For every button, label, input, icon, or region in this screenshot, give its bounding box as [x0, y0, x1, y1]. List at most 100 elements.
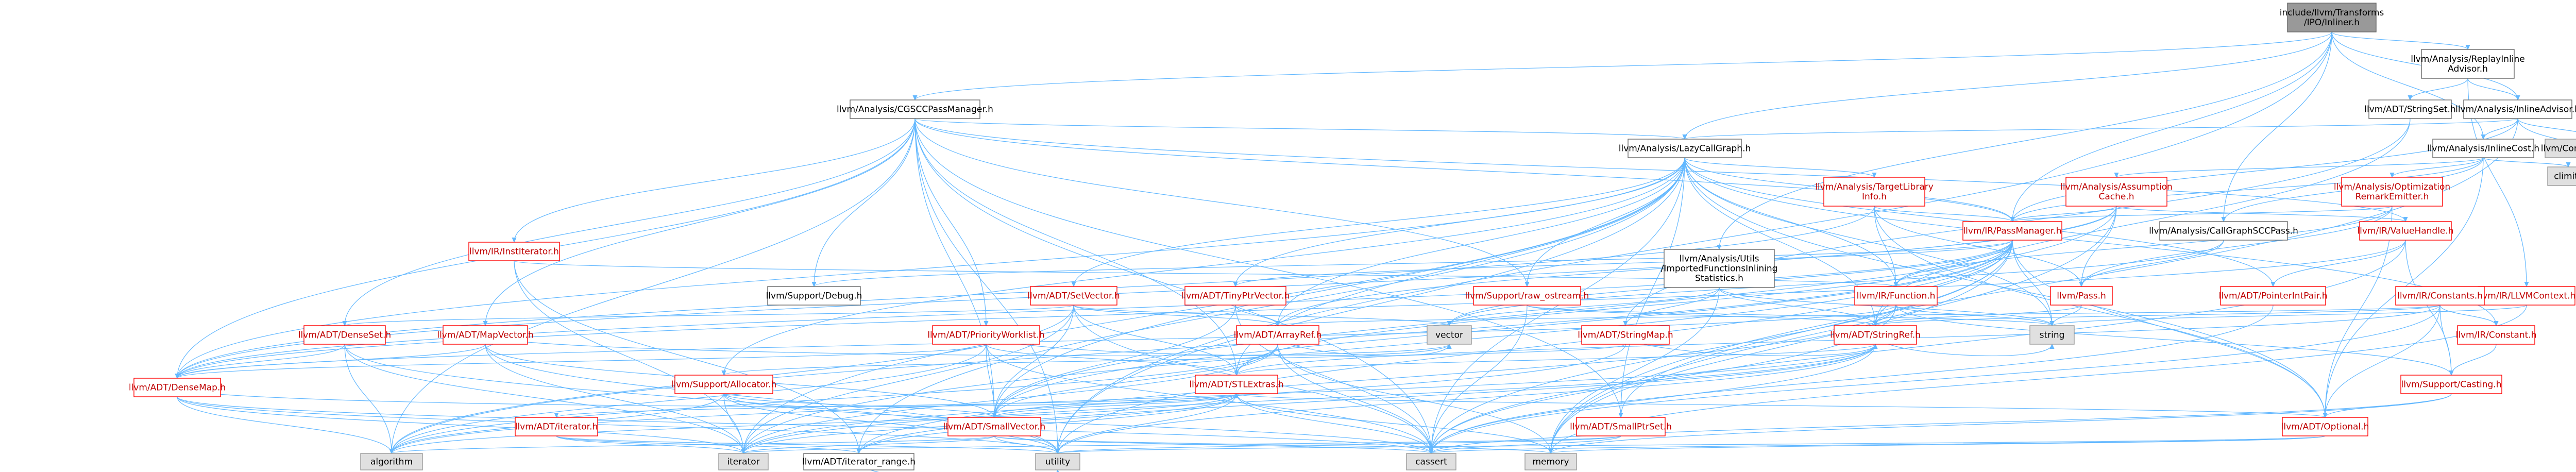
node-label: llvm/Analysis/Utils: [1680, 254, 1759, 264]
edge-stringref-to-iteratorrange: [859, 344, 1876, 453]
edge-callgraphscc-to-vector: [1449, 240, 2224, 326]
edge-setvector-to-smallvector: [994, 305, 1074, 417]
node-optional[interactable]: llvm/ADT/Optional.h: [2281, 417, 2369, 436]
edge-stringref-to-cassert: [1431, 344, 1876, 453]
node-label: llvm/ADT/MapVector.h: [437, 330, 533, 341]
node-valuehandle[interactable]: llvm/IR/ValueHandle.h: [2357, 221, 2454, 241]
node-label: llvm/IR/Function.h: [1857, 291, 1936, 301]
node-label: Cache.h: [2098, 192, 2134, 202]
edge-stlextras-to-iteratorrange: [859, 393, 1237, 453]
node-allocator[interactable]: llvm/Support/Allocator.h: [671, 375, 777, 394]
edge-priorityworklist-to-smallvector: [986, 344, 994, 417]
node-irconstants[interactable]: llvm/IR/Constants.h: [2395, 286, 2485, 306]
edge-lazycg-to-cassert: [1431, 157, 1685, 453]
node-label: cassert: [1415, 457, 1447, 467]
node-irconstant[interactable]: llvm/IR/Constant.h: [2456, 325, 2537, 345]
edge-setvector-to-stlextras: [1073, 305, 1236, 375]
node-label: llvm/Pass.h: [2057, 291, 2106, 301]
node-label: llvm/ADT/SmallPtrSet.h: [1570, 422, 1672, 432]
edge-callgraphscc-to-irpass: [2081, 240, 2224, 286]
node-label: llvm/ADT/StringRef.h: [1830, 330, 1921, 341]
edge-institerator-to-iteratorrange: [514, 260, 859, 453]
node-cgscc[interactable]: llvm/Analysis/CGSCCPassManager.h: [837, 99, 993, 119]
edge-casting-to-memory: [1551, 393, 2452, 453]
edge-denseset-to-densemap: [177, 344, 345, 378]
node-label: llvm/ADT/iterator_range.h: [802, 457, 916, 467]
node-stringset[interactable]: llvm/ADT/StringSet.h: [2364, 99, 2456, 119]
node-label: llvm/ADT/TinyPtrVector.h: [1181, 291, 1290, 301]
node-casting[interactable]: llvm/Support/Casting.h: [2400, 375, 2502, 394]
node-setvector[interactable]: llvm/ADT/SetVector.h: [1027, 286, 1120, 306]
edge-irfunction-to-iteratorrange: [859, 305, 1896, 453]
node-arrayref[interactable]: llvm/ADT/ArrayRef.h: [1234, 325, 1322, 345]
edge-llvmcontext-to-string: [2052, 305, 2527, 326]
node-institerator[interactable]: llvm/IR/InstIterator.h: [468, 242, 560, 261]
edge-densemap-to-stlextras: [177, 387, 1236, 407]
node-priorityworklist[interactable]: llvm/ADT/PriorityWorklist.h: [927, 325, 1045, 345]
edge-targetlib-to-densemap: [177, 206, 1875, 378]
node-label: /ImportedFunctionsInlining: [1661, 264, 1778, 274]
node-label: string: [2040, 330, 2065, 341]
edge-rawostream-to-string: [1527, 305, 2052, 326]
node-mapvector[interactable]: llvm/ADT/MapVector.h: [437, 325, 534, 345]
node-irfunction[interactable]: llvm/IR/Function.h: [1854, 286, 1938, 306]
edge-optional-to-utility: [1058, 435, 2326, 453]
edge-optremark-to-irpass: [2081, 206, 2393, 286]
edge-allocator-to-iteratorh: [723, 393, 743, 453]
edge-mapvector-to-iteratorh: [485, 344, 743, 453]
node-inlinecost[interactable]: llvm/Analysis/InlineCost.h: [2427, 139, 2539, 158]
node-smallptrset[interactable]: llvm/ADT/SmallPtrSet.h: [1570, 417, 1672, 436]
node-rawostream[interactable]: llvm/Support/raw_ostream.h: [1465, 286, 1589, 306]
edge-cgscc-to-institerator: [514, 118, 916, 242]
edge-lazycg-to-iteratorh: [743, 157, 1685, 453]
node-stringref[interactable]: llvm/ADT/StringRef.h: [1830, 325, 1921, 345]
edge-assumption-to-passmanager: [2012, 206, 2117, 222]
node-label: llvm/Analysis/Assumption: [2060, 182, 2173, 192]
edge-inlineadvisor-to-passmanager: [2012, 118, 2518, 222]
edge-cgscc-to-lazycg: [914, 118, 1685, 139]
node-passmanager[interactable]: llvm/IR/PassManager.h: [1962, 221, 2062, 241]
edge-smallptrset-to-cassert: [1431, 435, 1621, 453]
node-stlextras[interactable]: llvm/ADT/STLExtras.h: [1189, 375, 1284, 394]
edge-irconstants-to-stringref: [1875, 305, 2441, 326]
node-label: llvm/IR/Constant.h: [2456, 330, 2537, 341]
edge-cgscc-to-smallptrset: [914, 118, 1621, 417]
node-label: llvm/Config/llvm-config.h: [2541, 144, 2576, 154]
edge-inlinecost-to-optremark: [2392, 157, 2484, 177]
node-iteratorrange[interactable]: llvm/ADT/iterator_range.h: [802, 453, 916, 470]
node-lazycg[interactable]: llvm/Analysis/LazyCallGraph.h: [1619, 139, 1751, 158]
edge-cgscc-to-utility: [914, 118, 1058, 453]
edge-inliner-to-lazycg: [1685, 31, 2332, 139]
edge-inlinecost-to-passmanager: [2012, 157, 2484, 222]
node-callgraphscc[interactable]: llvm/Analysis/CallGraphSCCPass.h: [2149, 221, 2298, 241]
node-irpass[interactable]: llvm/Pass.h: [2050, 286, 2113, 306]
node-label: iterator: [727, 457, 759, 467]
node-label: algorithm: [370, 457, 413, 467]
node-denseset[interactable]: llvm/ADT/DenseSet.h: [298, 325, 391, 345]
node-supportdebug[interactable]: llvm/Support/Debug.h: [766, 286, 862, 306]
edge-lazycg-to-allocator: [724, 157, 1685, 375]
node-label: llvm/Analysis/CallGraphSCCPass.h: [2149, 226, 2298, 237]
node-smallvector[interactable]: llvm/ADT/SmallVector.h: [943, 417, 1046, 436]
edge-stlextras-to-utility: [1058, 393, 1237, 453]
node-iterator[interactable]: llvm/ADT/iterator.h: [515, 417, 598, 436]
edge-optremark-to-optional: [2325, 206, 2393, 417]
node-label: /IPO/Inliner.h: [2304, 18, 2360, 28]
edge-inliner-to-replay: [2331, 31, 2468, 49]
node-llvmcontext[interactable]: llvm/IR/LLVMContext.h: [2478, 286, 2576, 306]
node-optremark[interactable]: llvm/Analysis/OptimizationRemarkEmitter.…: [2334, 177, 2450, 207]
node-stringmap[interactable]: llvm/ADT/StringMap.h: [1578, 325, 1673, 345]
node-label: RemarkEmitter.h: [2355, 192, 2429, 202]
node-densemap[interactable]: llvm/ADT/DenseMap.h: [129, 378, 226, 397]
node-label: llvm/Support/Debug.h: [766, 291, 862, 301]
node-tinyptr[interactable]: llvm/ADT/TinyPtrVector.h: [1181, 286, 1290, 306]
node-utilsimported[interactable]: llvm/Analysis/Utils/ImportedFunctionsInl…: [1661, 249, 1778, 288]
node-inlineadvisor[interactable]: llvm/Analysis/InlineAdvisor.h: [2455, 99, 2576, 119]
edge-denseset-to-algorithm: [344, 344, 392, 453]
node-pointerintpair[interactable]: llvm/ADT/PointerIntPair.h: [2219, 286, 2328, 306]
edge-irconstants-to-optional: [2325, 305, 2441, 417]
